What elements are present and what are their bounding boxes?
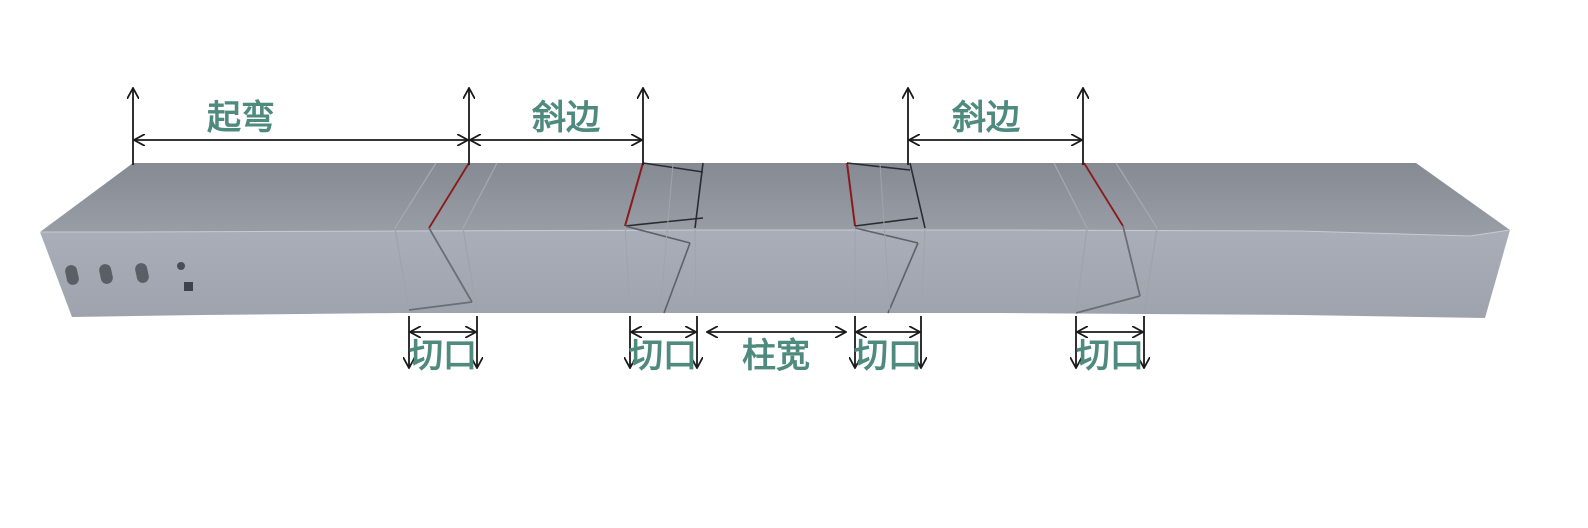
cut-section-2: [624, 162, 704, 314]
label-qie-kou-2: 切口: [629, 336, 697, 376]
tray-body: [40, 163, 1511, 318]
slot-hole: [135, 263, 149, 283]
label-qi-wan: 起弯: [207, 98, 275, 138]
label-zhu-kuan: 柱宽: [742, 336, 810, 376]
bend-line-red: [846, 162, 856, 227]
cut-section-3: [846, 162, 926, 314]
label-qie-kou-1: 切口: [409, 336, 477, 376]
top-dimensions: [133, 88, 1083, 165]
slot-hole: [65, 265, 79, 285]
slot-hole: [99, 264, 113, 284]
tray-front-face: [40, 230, 1510, 318]
round-hole: [177, 262, 185, 270]
square-hole: [184, 282, 193, 291]
bend-line-red: [624, 162, 644, 227]
label-xie-bian-2: 斜边: [952, 98, 1020, 138]
cut-section-1: [394, 162, 498, 313]
label-xie-bian-1: 斜边: [532, 98, 600, 138]
label-qie-kou-3: 切口: [854, 336, 922, 376]
tray-end-holes: [65, 262, 193, 291]
bend-line-red: [1083, 162, 1124, 227]
tray-top-face: [40, 163, 1510, 236]
label-qie-kou-4: 切口: [1076, 336, 1144, 376]
bottom-dimensions: [409, 316, 1144, 368]
cut-section-4: [1053, 162, 1158, 314]
bend-line-red: [428, 162, 470, 229]
